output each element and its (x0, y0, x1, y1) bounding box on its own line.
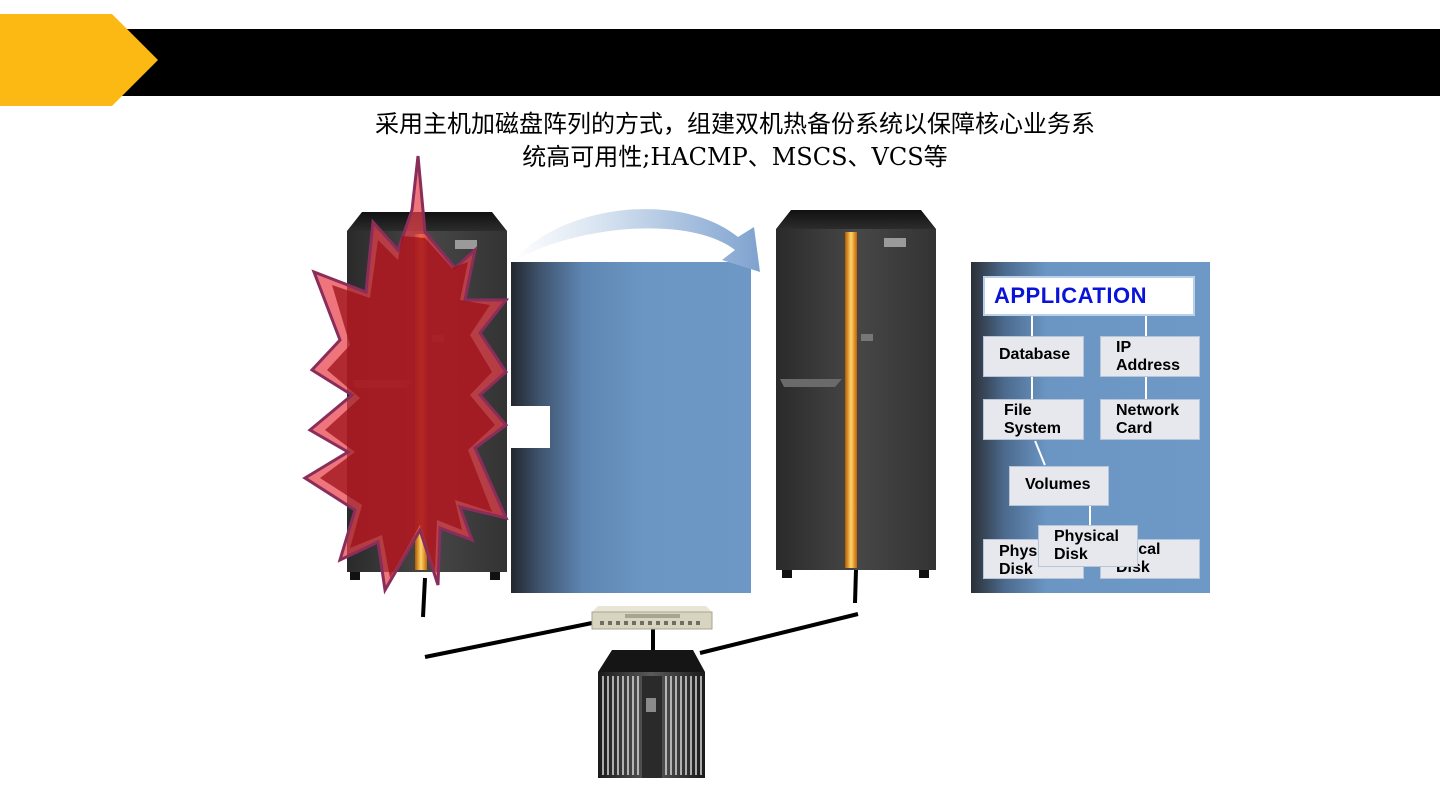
connector-line (1145, 316, 1147, 336)
volumes-box: Volumes (1009, 466, 1109, 506)
connector-line (1145, 377, 1147, 399)
caption-line-2: 统高可用性;HACMP、MSCS、VCS等 (522, 143, 948, 171)
slide-caption: 采用主机加磁盘阵列的方式，组建双机热备份系统以保障核心业务系 统高可用性;HAC… (300, 108, 1170, 174)
network-card-box: Network Card (1100, 399, 1200, 440)
file-system-box: File System (983, 399, 1084, 440)
caption-line-1: 采用主机加磁盘阵列的方式，组建双机热备份系统以保障核心业务系 (375, 110, 1095, 138)
title-bar (0, 29, 1440, 96)
shared-panel (511, 262, 751, 593)
network-hub (591, 606, 713, 630)
connector-line (1034, 440, 1046, 466)
connector-line (1031, 316, 1033, 336)
ip-address-box: IP Address (1100, 336, 1200, 377)
failover-arrow (512, 209, 760, 272)
title-chevron (0, 14, 158, 106)
disk-array (598, 650, 705, 778)
failure-burst-core (320, 236, 495, 578)
standby-server (776, 210, 936, 578)
physical-disk-center-box: Physical Disk (1038, 525, 1138, 567)
application-header: APPLICATION (983, 276, 1195, 316)
application-stack-panel: APPLICATION Database IP Address File Sys… (971, 262, 1210, 593)
connector-line (1089, 506, 1091, 526)
network-cables (421, 569, 859, 659)
connector-line (1031, 377, 1033, 399)
database-box: Database (983, 336, 1084, 377)
